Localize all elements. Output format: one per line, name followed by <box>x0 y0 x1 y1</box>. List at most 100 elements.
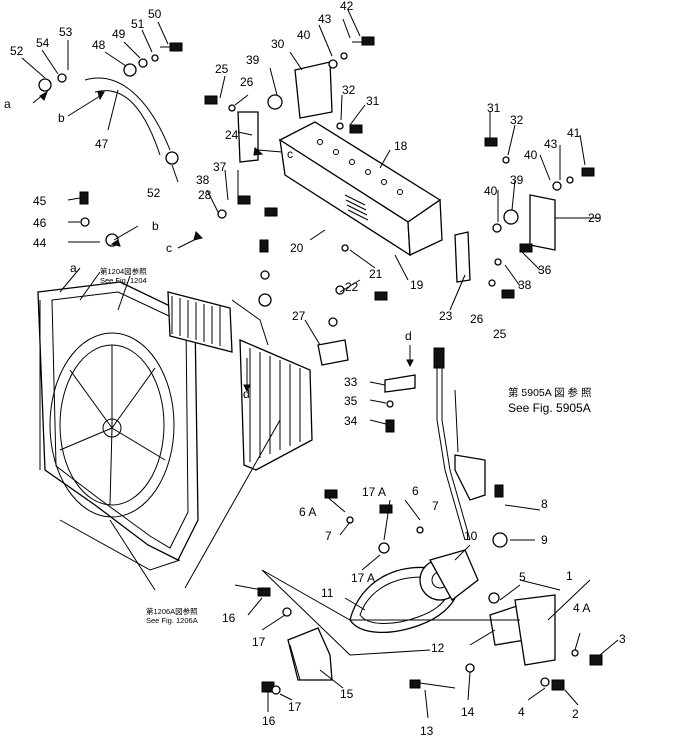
callout-10: 10 <box>464 529 478 543</box>
callout-40-top: 40 <box>297 28 311 42</box>
callout-35: 35 <box>344 394 358 408</box>
belt-assembly <box>349 549 556 666</box>
figure-reference-1206a: 第1206A図参照 See Fig. 1206A <box>146 606 198 625</box>
callout-17-bottom: 17 <box>288 700 302 714</box>
callout-6: 6 <box>412 484 419 498</box>
callout-24: 24 <box>225 128 239 142</box>
callout-45: 45 <box>33 194 47 208</box>
callout-6a: 6 A <box>299 505 316 519</box>
ref-1204-en: See Fig. 1204 <box>100 276 147 285</box>
connector-letters: a a b b c c d d <box>4 97 412 401</box>
figure-reference-5905a: 第 5905A 図 参 照 See Fig. 5905A <box>508 386 592 415</box>
callout-54: 54 <box>36 36 50 50</box>
callout-26-top: 26 <box>240 75 254 89</box>
cover-15 <box>287 627 333 681</box>
ref-5905a-jp: 第 5905A 図 参 照 <box>508 386 592 399</box>
callout-numbers: 1 2 3 4 4 A 5 6 6 A 7 7 8 9 10 11 12 13 … <box>10 0 626 737</box>
connector-c-member: c <box>287 147 293 161</box>
callout-27: 27 <box>292 309 306 323</box>
connector-d-guard: d <box>243 387 250 401</box>
callout-47: 47 <box>95 137 109 151</box>
callout-19: 19 <box>410 278 424 292</box>
connector-b-bracket: b <box>152 219 159 233</box>
bracket-33 <box>384 374 416 393</box>
callout-17-top: 17 <box>252 635 266 649</box>
callout-32-center: 32 <box>342 83 356 97</box>
callout-38-left: 38 <box>196 173 210 187</box>
callout-48: 48 <box>92 38 106 52</box>
callout-43-right: 43 <box>544 137 558 151</box>
callout-39-top: 39 <box>246 53 260 67</box>
callout-16-bottom: 16 <box>262 714 276 728</box>
hose-47 <box>38 77 179 165</box>
fasteners <box>57 36 603 695</box>
callout-7-left: 7 <box>325 529 332 543</box>
callout-38-right: 38 <box>518 278 532 292</box>
callout-50: 50 <box>148 7 162 21</box>
callout-30: 30 <box>271 37 285 51</box>
bracket-27 <box>317 339 349 366</box>
callout-17a-top: 17 A <box>362 485 386 499</box>
callout-1: 1 <box>566 569 573 583</box>
callout-53: 53 <box>59 25 73 39</box>
callout-21: 21 <box>369 267 383 281</box>
callout-44: 44 <box>33 236 47 250</box>
callout-37: 37 <box>213 160 227 174</box>
callout-52-bottom: 52 <box>147 186 161 200</box>
connector-b-hose: b <box>58 111 65 125</box>
cable-end <box>433 347 445 369</box>
callout-26-right: 26 <box>470 312 484 326</box>
callout-31-center: 31 <box>366 94 380 108</box>
callout-28: 28 <box>198 188 212 202</box>
callout-13: 13 <box>420 724 434 737</box>
ref-1206a-jp: 第1206A図参照 <box>146 606 198 616</box>
bracket-29 <box>529 194 556 251</box>
cable <box>436 350 466 541</box>
callout-20: 20 <box>290 241 304 255</box>
callout-40-right-b: 40 <box>524 148 538 162</box>
callout-25-top: 25 <box>215 62 229 76</box>
callout-3: 3 <box>619 632 626 646</box>
callout-16-top: 16 <box>222 611 236 625</box>
callout-17a-bottom: 17 A <box>351 571 375 585</box>
callout-52-top: 52 <box>10 44 24 58</box>
callout-4a: 4 A <box>573 601 590 615</box>
callout-11: 11 <box>321 586 334 600</box>
callout-18: 18 <box>394 139 408 153</box>
callout-12: 12 <box>431 641 445 655</box>
callout-32-right: 32 <box>510 113 524 127</box>
cross-member <box>278 121 443 257</box>
figure-reference-1204: 第1204図参照 See Fig. 1204 <box>100 266 147 285</box>
callout-33: 33 <box>344 375 358 389</box>
callout-34: 34 <box>344 414 358 428</box>
callout-8: 8 <box>541 497 548 511</box>
connector-a-top: a <box>4 97 11 111</box>
callout-14: 14 <box>461 705 475 719</box>
callout-7-top: 7 <box>432 499 439 513</box>
callout-25-right: 25 <box>493 327 507 341</box>
bracket-30 <box>294 61 333 119</box>
callout-23: 23 <box>439 309 453 323</box>
callout-43-top: 43 <box>318 12 332 26</box>
radiator-guard <box>167 291 313 471</box>
callout-5: 5 <box>519 570 526 584</box>
bracket-24 <box>237 111 259 163</box>
connector-d-bracket: d <box>405 329 412 343</box>
callout-49: 49 <box>112 27 126 41</box>
callout-51: 51 <box>131 17 145 31</box>
connector-a-shroud: a <box>70 261 77 275</box>
callout-36: 36 <box>538 263 552 277</box>
leader-lines <box>21 9 619 719</box>
callout-46: 46 <box>33 216 47 230</box>
callout-29: 29 <box>588 211 602 225</box>
fan-shroud <box>37 281 199 571</box>
callout-22: 22 <box>345 280 359 294</box>
callout-15: 15 <box>340 687 354 701</box>
callout-4: 4 <box>518 705 525 719</box>
callout-40-right-a: 40 <box>484 184 498 198</box>
callout-39-right: 39 <box>510 173 524 187</box>
ref-1204-jp: 第1204図参照 <box>100 266 147 276</box>
connector-c-bracket: c <box>166 241 172 255</box>
callout-2: 2 <box>572 707 579 721</box>
callout-41: 41 <box>567 126 581 140</box>
